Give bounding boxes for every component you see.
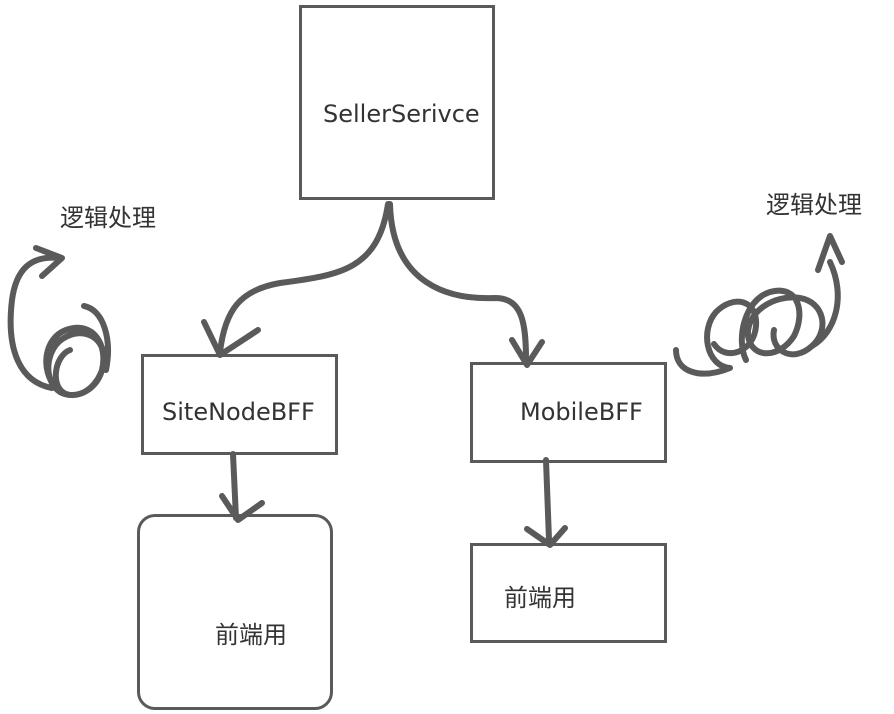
site-node-bff-box [141,354,338,455]
frontend-left-box [137,514,333,710]
arrowhead-frontend-right [524,525,568,548]
seller-service-box [299,5,495,200]
logic-left-label: 逻辑处理 [60,204,156,232]
arrow-mobile-to-frontend [543,457,552,543]
arrow-seller-to-mobile [387,201,529,363]
site-node-bff-label: SiteNodeBFF [162,398,315,426]
arrowhead-mobile [509,337,545,368]
frontend-right-box [470,543,667,643]
frontend-left-label: 前端用 [215,621,287,649]
mobile-bff-label: MobileBFF [520,398,643,426]
arrowhead-frontend-left [219,493,265,523]
frontend-right-label: 前端用 [504,584,576,612]
arrow-seller-to-sitenode [217,201,391,355]
loop-left-scribble [7,245,111,399]
mobile-bff-box [470,362,667,463]
seller-service-label: SellerSerivce [323,100,480,128]
logic-right-label: 逻辑处理 [766,191,862,219]
loop-right-scribble [673,233,845,377]
arrowhead-sitenode [201,319,261,358]
arrow-sitenode-to-frontend [230,451,239,521]
